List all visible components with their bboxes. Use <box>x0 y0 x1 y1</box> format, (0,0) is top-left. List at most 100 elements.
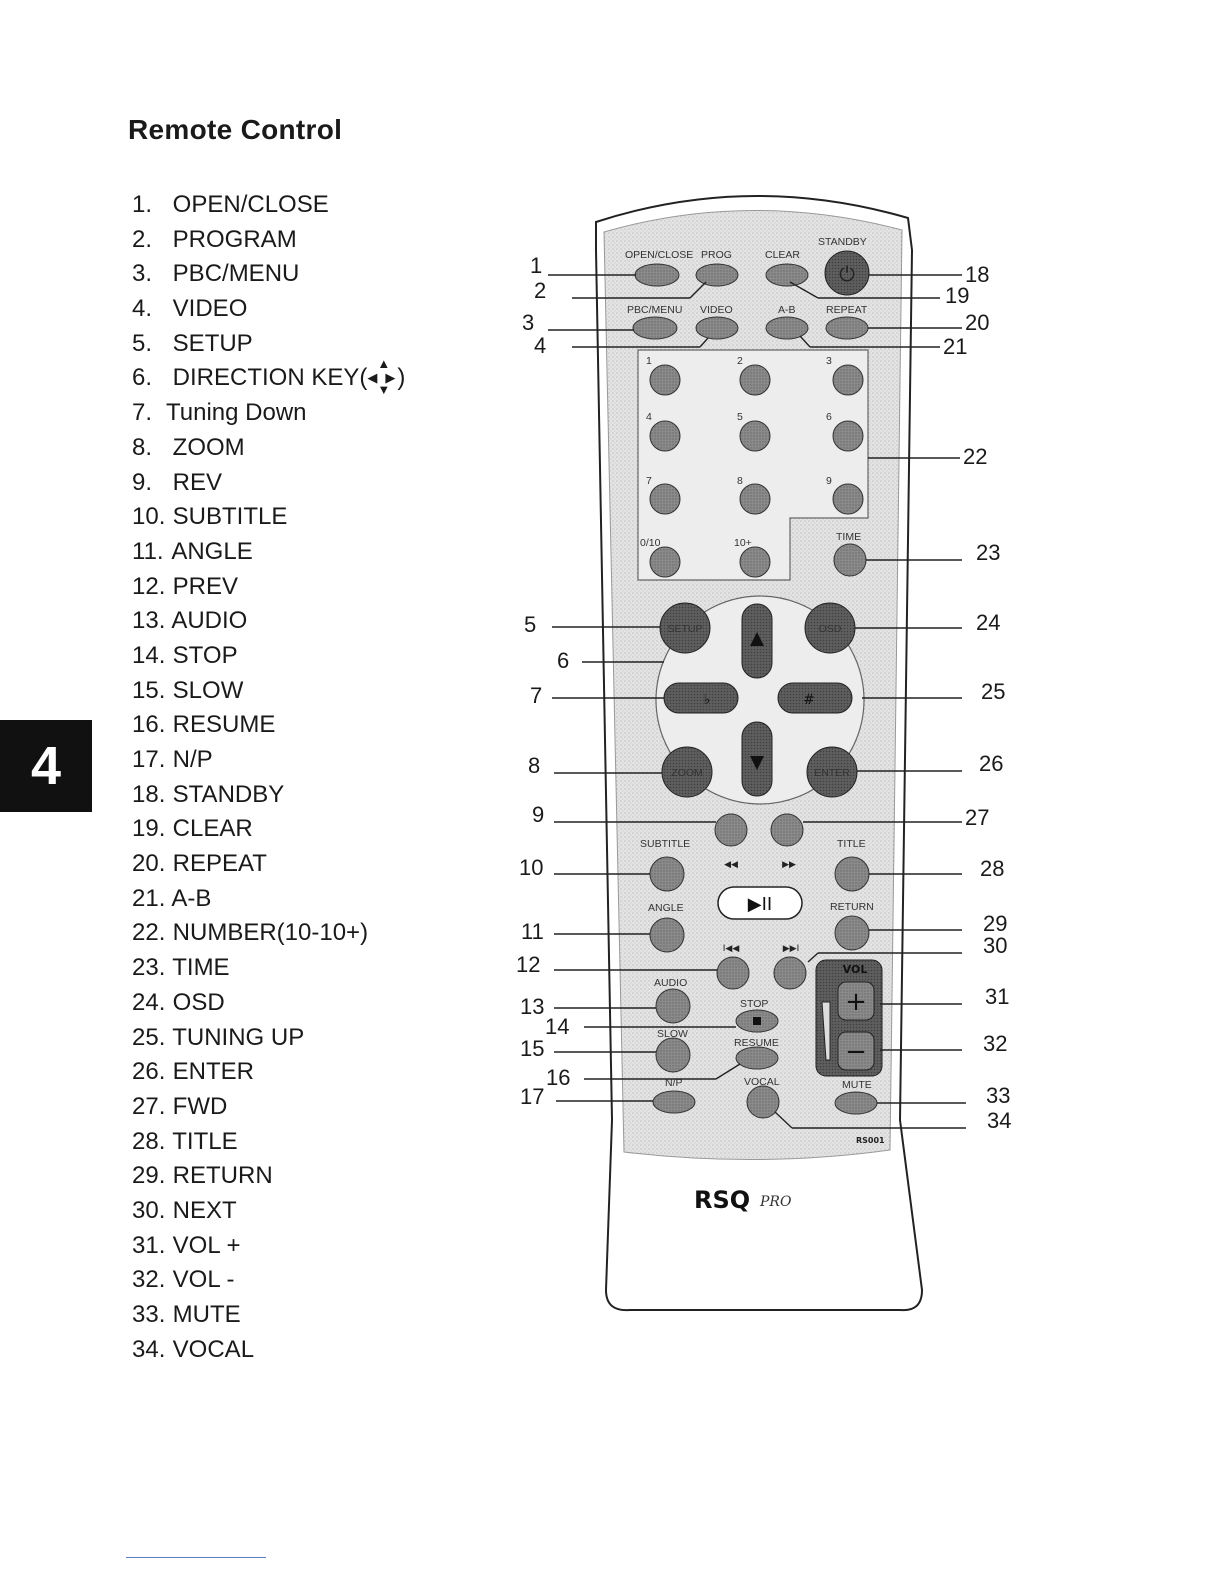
callout-13: 13 <box>520 994 544 1019</box>
vocal-button[interactable] <box>746 1085 780 1119</box>
key-7-label: 7 <box>646 475 652 487</box>
tuning-down-button[interactable] <box>663 682 739 714</box>
callout-7: 7 <box>530 683 542 708</box>
legend-item: 2. PROGRAM <box>132 225 297 253</box>
standby-button[interactable] <box>824 250 870 296</box>
legend-item: 17. N/P <box>132 746 213 773</box>
tuning-up-button[interactable] <box>777 682 853 714</box>
prog-button[interactable] <box>695 263 739 287</box>
callout-1: 1 <box>530 253 542 278</box>
callout-8: 8 <box>528 753 540 778</box>
number-keypad-panel <box>637 349 869 581</box>
next-button[interactable] <box>773 956 807 990</box>
legend-item: 23. TIME <box>132 954 230 982</box>
footer-rule <box>126 1557 266 1558</box>
volume-ramp-icon <box>821 1001 831 1061</box>
callout-11: 11 <box>521 919 544 944</box>
clear-button[interactable] <box>765 263 809 287</box>
title-button[interactable] <box>834 856 870 892</box>
play-pause-button[interactable] <box>717 886 803 920</box>
number-key-1[interactable] <box>649 364 681 396</box>
number-key-4[interactable] <box>649 420 681 452</box>
enter-label: ENTER <box>814 767 850 779</box>
zoom-button[interactable] <box>661 746 713 798</box>
number-key-10-plus[interactable] <box>739 546 771 578</box>
time-label: TIME <box>836 531 861 543</box>
callout-23: 23 <box>976 540 1000 565</box>
legend-item: 15. SLOW <box>132 676 244 704</box>
brand-suffix: PRO <box>759 1194 792 1210</box>
pbc-menu-button[interactable] <box>632 316 678 340</box>
resume-button[interactable] <box>735 1046 779 1070</box>
slow-button[interactable] <box>655 1037 691 1073</box>
slow-label: SLOW <box>657 1028 688 1040</box>
callout-34: 34 <box>987 1108 1011 1133</box>
button-legend: 1. OPEN/CLOSE 2. PROGRAM 3. PBC/MENU 4. … <box>132 190 405 1369</box>
number-key-9[interactable] <box>832 483 864 515</box>
key-5-label: 5 <box>737 411 743 423</box>
callout-28: 28 <box>980 856 1004 881</box>
number-key-5[interactable] <box>739 420 771 452</box>
legend-item: 29. RETURN <box>132 1162 273 1190</box>
legend-item: 11. ANGLE <box>132 537 253 565</box>
open-close-button[interactable] <box>634 263 680 287</box>
legend-item: 7.Tuning Down <box>132 399 307 427</box>
page-title: Remote Control <box>128 114 343 145</box>
pbc-menu-label: PBC/MENU <box>627 304 682 316</box>
stop-icon <box>753 1017 761 1025</box>
callout-15: 15 <box>520 1036 544 1061</box>
number-key-8[interactable] <box>739 483 771 515</box>
down-arrow-icon <box>750 756 764 770</box>
legend-item: 24. OSD <box>132 988 225 1016</box>
number-key-6[interactable] <box>832 420 864 452</box>
callout-20: 20 <box>965 310 989 335</box>
repeat-label: REPEAT <box>826 304 868 316</box>
repeat-button[interactable] <box>825 316 869 340</box>
setup-button[interactable] <box>659 602 711 654</box>
enter-button[interactable] <box>806 746 858 798</box>
callout-24: 24 <box>976 610 1000 635</box>
legend-item: 13. AUDIO <box>132 607 248 635</box>
legend-item: 18. STANDBY <box>132 780 285 808</box>
legend-item: 30. NEXT <box>132 1196 237 1224</box>
vol-plus-button[interactable] <box>837 981 875 1021</box>
np-button[interactable] <box>652 1090 696 1114</box>
callout-2: 2 <box>534 278 546 303</box>
callout-12: 12 <box>516 952 540 977</box>
rev-button[interactable] <box>714 813 748 847</box>
callout-14: 14 <box>545 1014 569 1039</box>
number-key-0-10[interactable] <box>649 546 681 578</box>
legend-item: 28. TITLE <box>132 1127 238 1155</box>
number-key-2[interactable] <box>739 364 771 396</box>
fwd-button[interactable] <box>770 813 804 847</box>
subtitle-label: SUBTITLE <box>640 838 690 850</box>
next-icon: ▶▶I <box>783 944 800 954</box>
legend-item: 34. VOCAL <box>132 1335 255 1363</box>
ab-button[interactable] <box>765 316 809 340</box>
direction-key-icon: ▲▼◀▶ <box>367 356 396 398</box>
audio-button[interactable] <box>655 988 691 1024</box>
callout-33: 33 <box>986 1083 1010 1108</box>
subtitle-button[interactable] <box>649 856 685 892</box>
time-button[interactable] <box>833 543 867 577</box>
legend-item: 16. RESUME <box>132 711 276 739</box>
open-close-label: OPEN/CLOSE <box>625 249 693 261</box>
callout-21: 21 <box>943 334 967 359</box>
vol-minus-button[interactable] <box>837 1031 875 1071</box>
number-key-7[interactable] <box>649 483 681 515</box>
up-arrow-icon <box>750 632 764 646</box>
mute-button[interactable] <box>834 1091 878 1115</box>
key-1-label: 1 <box>646 355 652 367</box>
tuning-down-icon: ♭ <box>704 692 711 708</box>
direction-pad-ring <box>655 595 865 805</box>
return-button[interactable] <box>834 915 870 951</box>
prev-button[interactable] <box>716 956 750 990</box>
angle-button[interactable] <box>649 917 685 953</box>
key-6-label: 6 <box>826 411 832 423</box>
number-key-3[interactable] <box>832 364 864 396</box>
callout-31: 31 <box>985 984 1009 1009</box>
prev-icon: I◀◀ <box>723 944 740 954</box>
legend-item: 31. VOL + <box>132 1231 241 1259</box>
video-button[interactable] <box>695 316 739 340</box>
callout-16: 16 <box>546 1065 570 1090</box>
